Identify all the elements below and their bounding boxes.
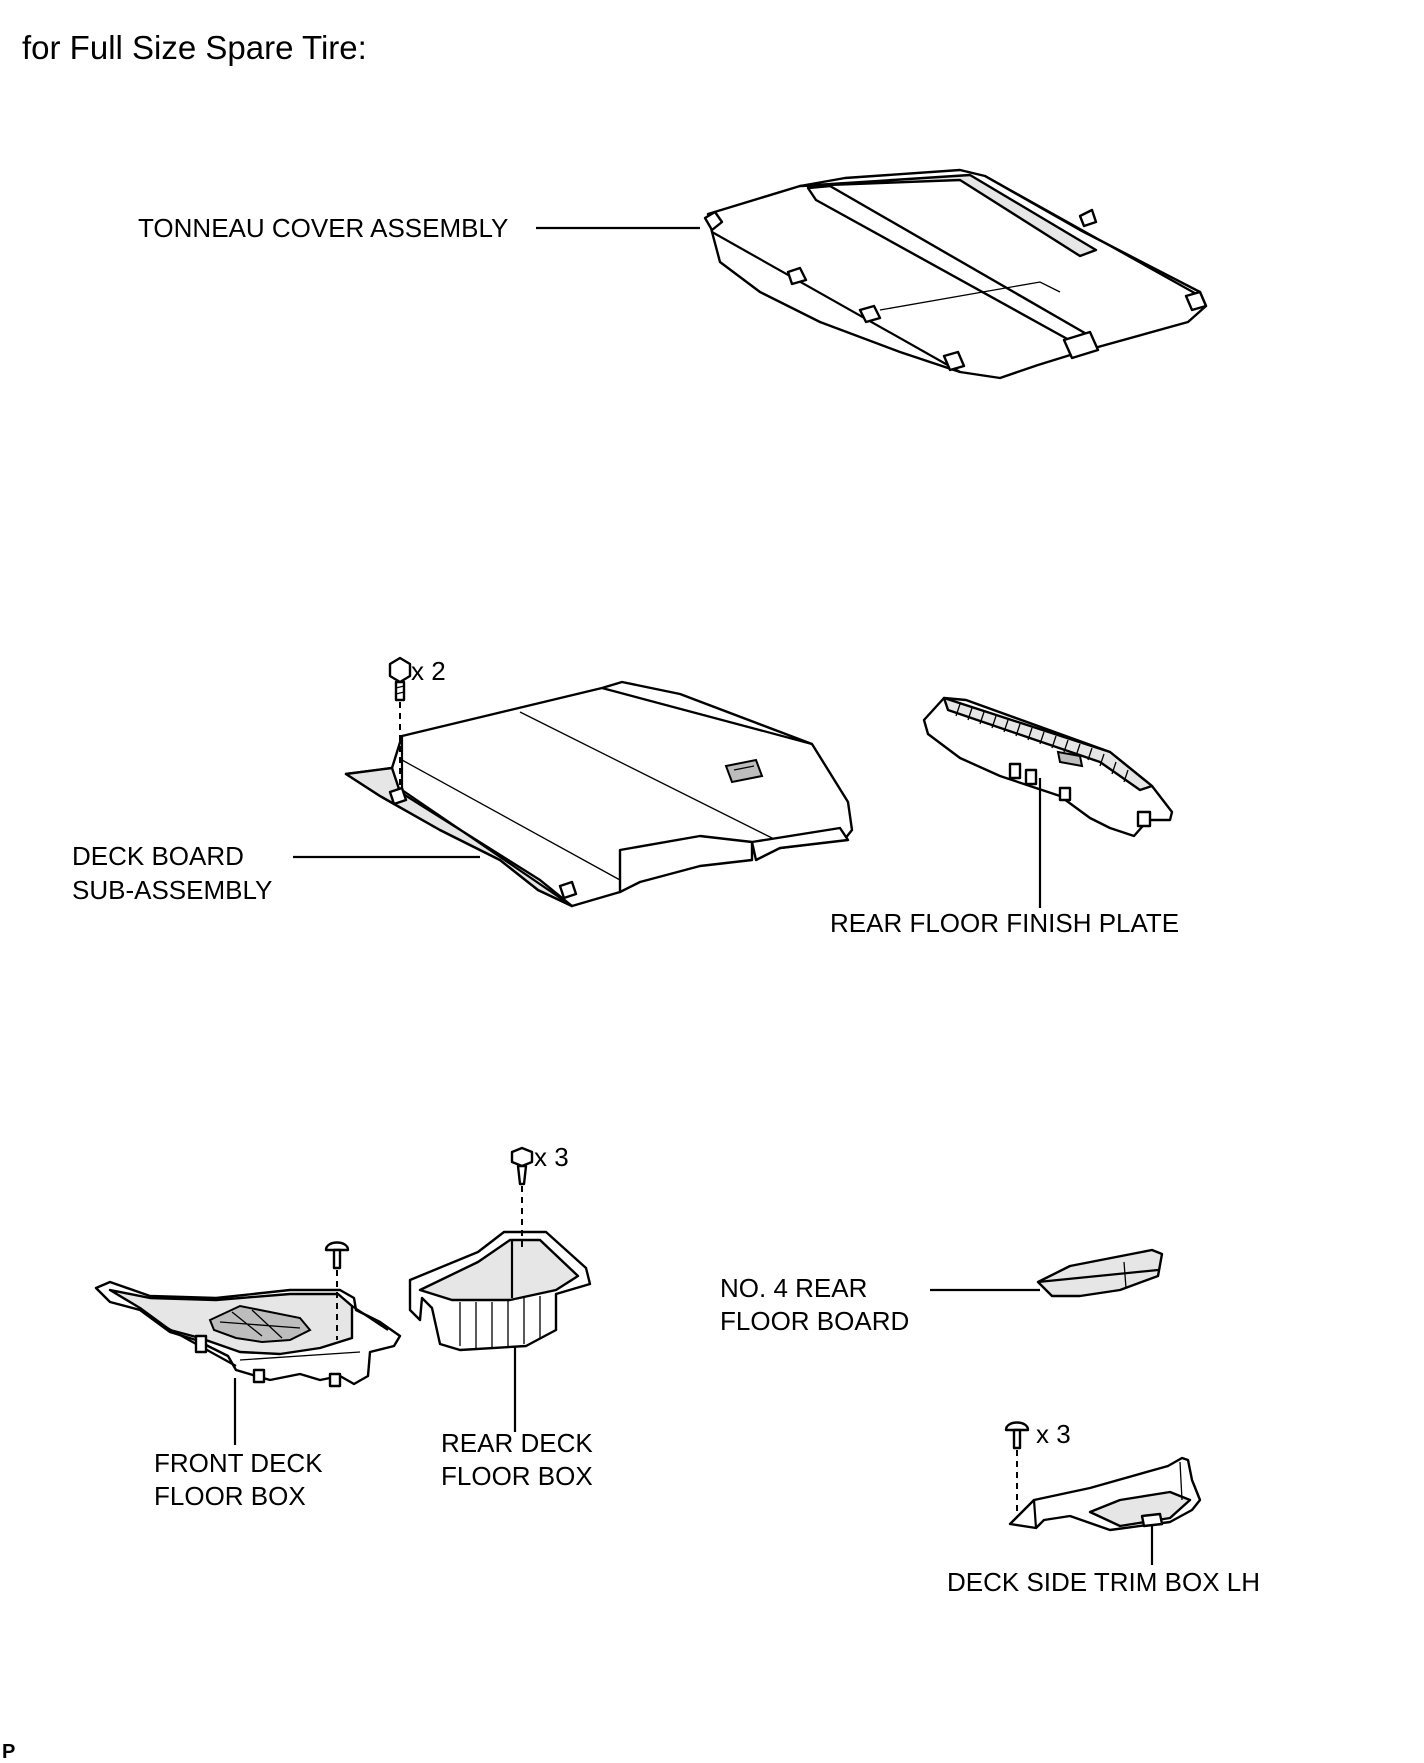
label-front-deck-floor-box-line2: FLOOR BOX bbox=[154, 1481, 306, 1511]
label-no4-rear-floor-board-line2: FLOOR BOARD bbox=[720, 1306, 910, 1336]
label-front-deck-floor-box-line1: FRONT DECK bbox=[154, 1448, 323, 1478]
footer-code: P bbox=[2, 1741, 16, 1763]
label-rear-deck-floor-box-line1: REAR DECK bbox=[441, 1428, 593, 1458]
deck-side-trim-box-drawing bbox=[1008, 1456, 1202, 1532]
front-deck-floor-box-drawing bbox=[94, 1280, 402, 1388]
label-deck-board-line2: SUB-ASSEMBLY bbox=[72, 875, 273, 905]
label-rear-deck-floor-box-line2: FLOOR BOX bbox=[441, 1461, 593, 1491]
label-tonneau-cover: TONNEAU COVER ASSEMBLY bbox=[138, 213, 509, 243]
count-deck-board-bolts: x 2 bbox=[411, 656, 446, 686]
rear-deck-floor-box-drawing bbox=[408, 1230, 592, 1352]
deck-side-trim-clip-icon bbox=[1004, 1421, 1030, 1450]
count-deck-side-trim-clips: x 3 bbox=[1036, 1419, 1071, 1449]
label-deck-side-trim-box-lh: DECK SIDE TRIM BOX LH bbox=[947, 1567, 1261, 1597]
page-title: for Full Size Spare Tire: bbox=[22, 29, 367, 66]
rear-deck-clip-icon bbox=[510, 1146, 534, 1186]
deck-board-drawing bbox=[344, 680, 854, 908]
label-rear-floor-finish-plate: REAR FLOOR FINISH PLATE bbox=[830, 908, 1180, 938]
label-no4-rear-floor-board-line1: NO. 4 REAR bbox=[720, 1273, 868, 1303]
count-rear-deck-clips: x 3 bbox=[534, 1142, 569, 1172]
rear-floor-finish-plate-drawing bbox=[922, 696, 1174, 838]
deck-board-bolt-icon bbox=[388, 656, 412, 702]
label-deck-board-line1: DECK BOARD bbox=[72, 841, 244, 871]
tonneau-cover-drawing bbox=[703, 168, 1208, 380]
no4-rear-floor-board-drawing bbox=[1036, 1248, 1164, 1298]
front-deck-clip-icon bbox=[324, 1241, 350, 1270]
